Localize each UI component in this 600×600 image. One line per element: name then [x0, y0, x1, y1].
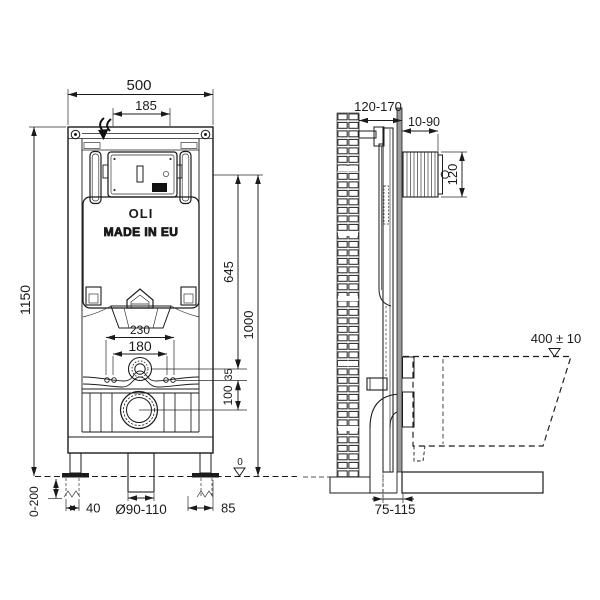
dim-120-label: 120: [445, 164, 460, 186]
lower-frame: [82, 388, 199, 432]
dim-1150-label: 1150: [17, 285, 33, 315]
flush-button-icon: [440, 170, 450, 179]
dim-10-90-label: 10-90: [408, 115, 440, 129]
corner-screw-left: [70, 129, 81, 140]
dim-floor-drain-offset: 75-115: [372, 474, 416, 517]
flush-access-box: OLI: [102, 151, 183, 198]
level-marker-icon: [548, 348, 561, 358]
dim-overall-width: 500: [67, 77, 214, 125]
dim-35-label: 35: [223, 368, 235, 380]
brick-wall: [336, 112, 360, 478]
zero-level-label: 0: [237, 457, 243, 468]
dim-0-200-label: 0-200: [27, 486, 41, 517]
level-marker-icon: [233, 467, 246, 477]
dim-230-label: 230: [130, 323, 150, 337]
dim-180-label: 180: [128, 338, 152, 354]
side-view: 120-170 10-90 120 400 ± 10 75-115: [303, 99, 581, 517]
hanger-bars: [89, 150, 192, 205]
plate-brand-label: OLI: [155, 186, 165, 192]
dim-plate-cutout-width: 185: [112, 98, 171, 126]
dim-85-label: 85: [221, 501, 235, 516]
dim-100-label: 100: [221, 385, 235, 405]
drain-pipe: [127, 452, 155, 493]
dim-frame-depth: 120-170: [354, 99, 402, 130]
finished-wall-line: [396, 107, 403, 473]
cistern: OLI MADE IN EU: [82, 196, 200, 309]
dim-holes-inner-span: 180: [112, 338, 168, 375]
dim-1000-label: 1000: [241, 311, 256, 340]
flush-bend-duct: [110, 305, 172, 329]
dim-40-label: 40: [86, 501, 100, 516]
water-inlet-fitting: [127, 356, 153, 382]
dim-185-label: 185: [135, 98, 157, 113]
left-foot-plate: [62, 473, 89, 478]
dim-645-label: 645: [221, 261, 236, 283]
floor-slab: [303, 471, 544, 494]
right-foot-plate: [192, 473, 219, 478]
floor-reference: 0: [35, 457, 297, 477]
bowl-connectors: [402, 356, 415, 428]
dim-overall-height: 1150: [17, 126, 66, 476]
dim-120-170-label: 120-170: [354, 99, 402, 114]
dim-400-label: 400 ± 10: [531, 331, 582, 346]
bowl-mounting-foot: [413, 445, 426, 462]
front-view: 500 185 1150: [17, 77, 297, 517]
cistern-side-profile: [378, 143, 392, 307]
origin-label: MADE IN EU: [104, 225, 179, 239]
dim-box-height: 120: [441, 151, 467, 198]
dim-drain-label: Ø90-110: [115, 502, 167, 517]
dim-box-protrusion: 10-90: [402, 115, 440, 151]
flush-slot: [136, 165, 144, 183]
dim-drain-diameter: Ø90-110: [115, 493, 167, 517]
right-leg: [199, 452, 212, 474]
flush-box-housing: [402, 151, 450, 198]
dim-bowl-height: 400 ± 10: [531, 331, 582, 358]
brand-label: OLI: [129, 206, 154, 221]
toilet-bowl-outline: [403, 355, 572, 462]
frame-base: [62, 431, 219, 498]
frame-profile: [378, 127, 394, 473]
height-dimensions: 645 35 100 1000: [139, 174, 263, 476]
left-leg: [69, 452, 82, 474]
dim-75-115-label: 75-115: [374, 502, 415, 517]
supply-pipe: [366, 377, 388, 391]
water-supply-arrow-icon: [98, 117, 112, 140]
cistern-bottom-fittings: [82, 286, 200, 329]
fixing-plate-and-inlet: [82, 356, 200, 388]
corner-screw-right: [200, 129, 211, 140]
plate-brand-badge: [152, 183, 167, 192]
dim-500-label: 500: [126, 77, 151, 94]
dim-leg-adjustment: 0-200: [27, 479, 62, 517]
dim-right-foot-offset: 85: [187, 480, 235, 516]
dim-left-foot-offset: 40: [65, 499, 100, 516]
wall-bracket: [358, 126, 385, 147]
